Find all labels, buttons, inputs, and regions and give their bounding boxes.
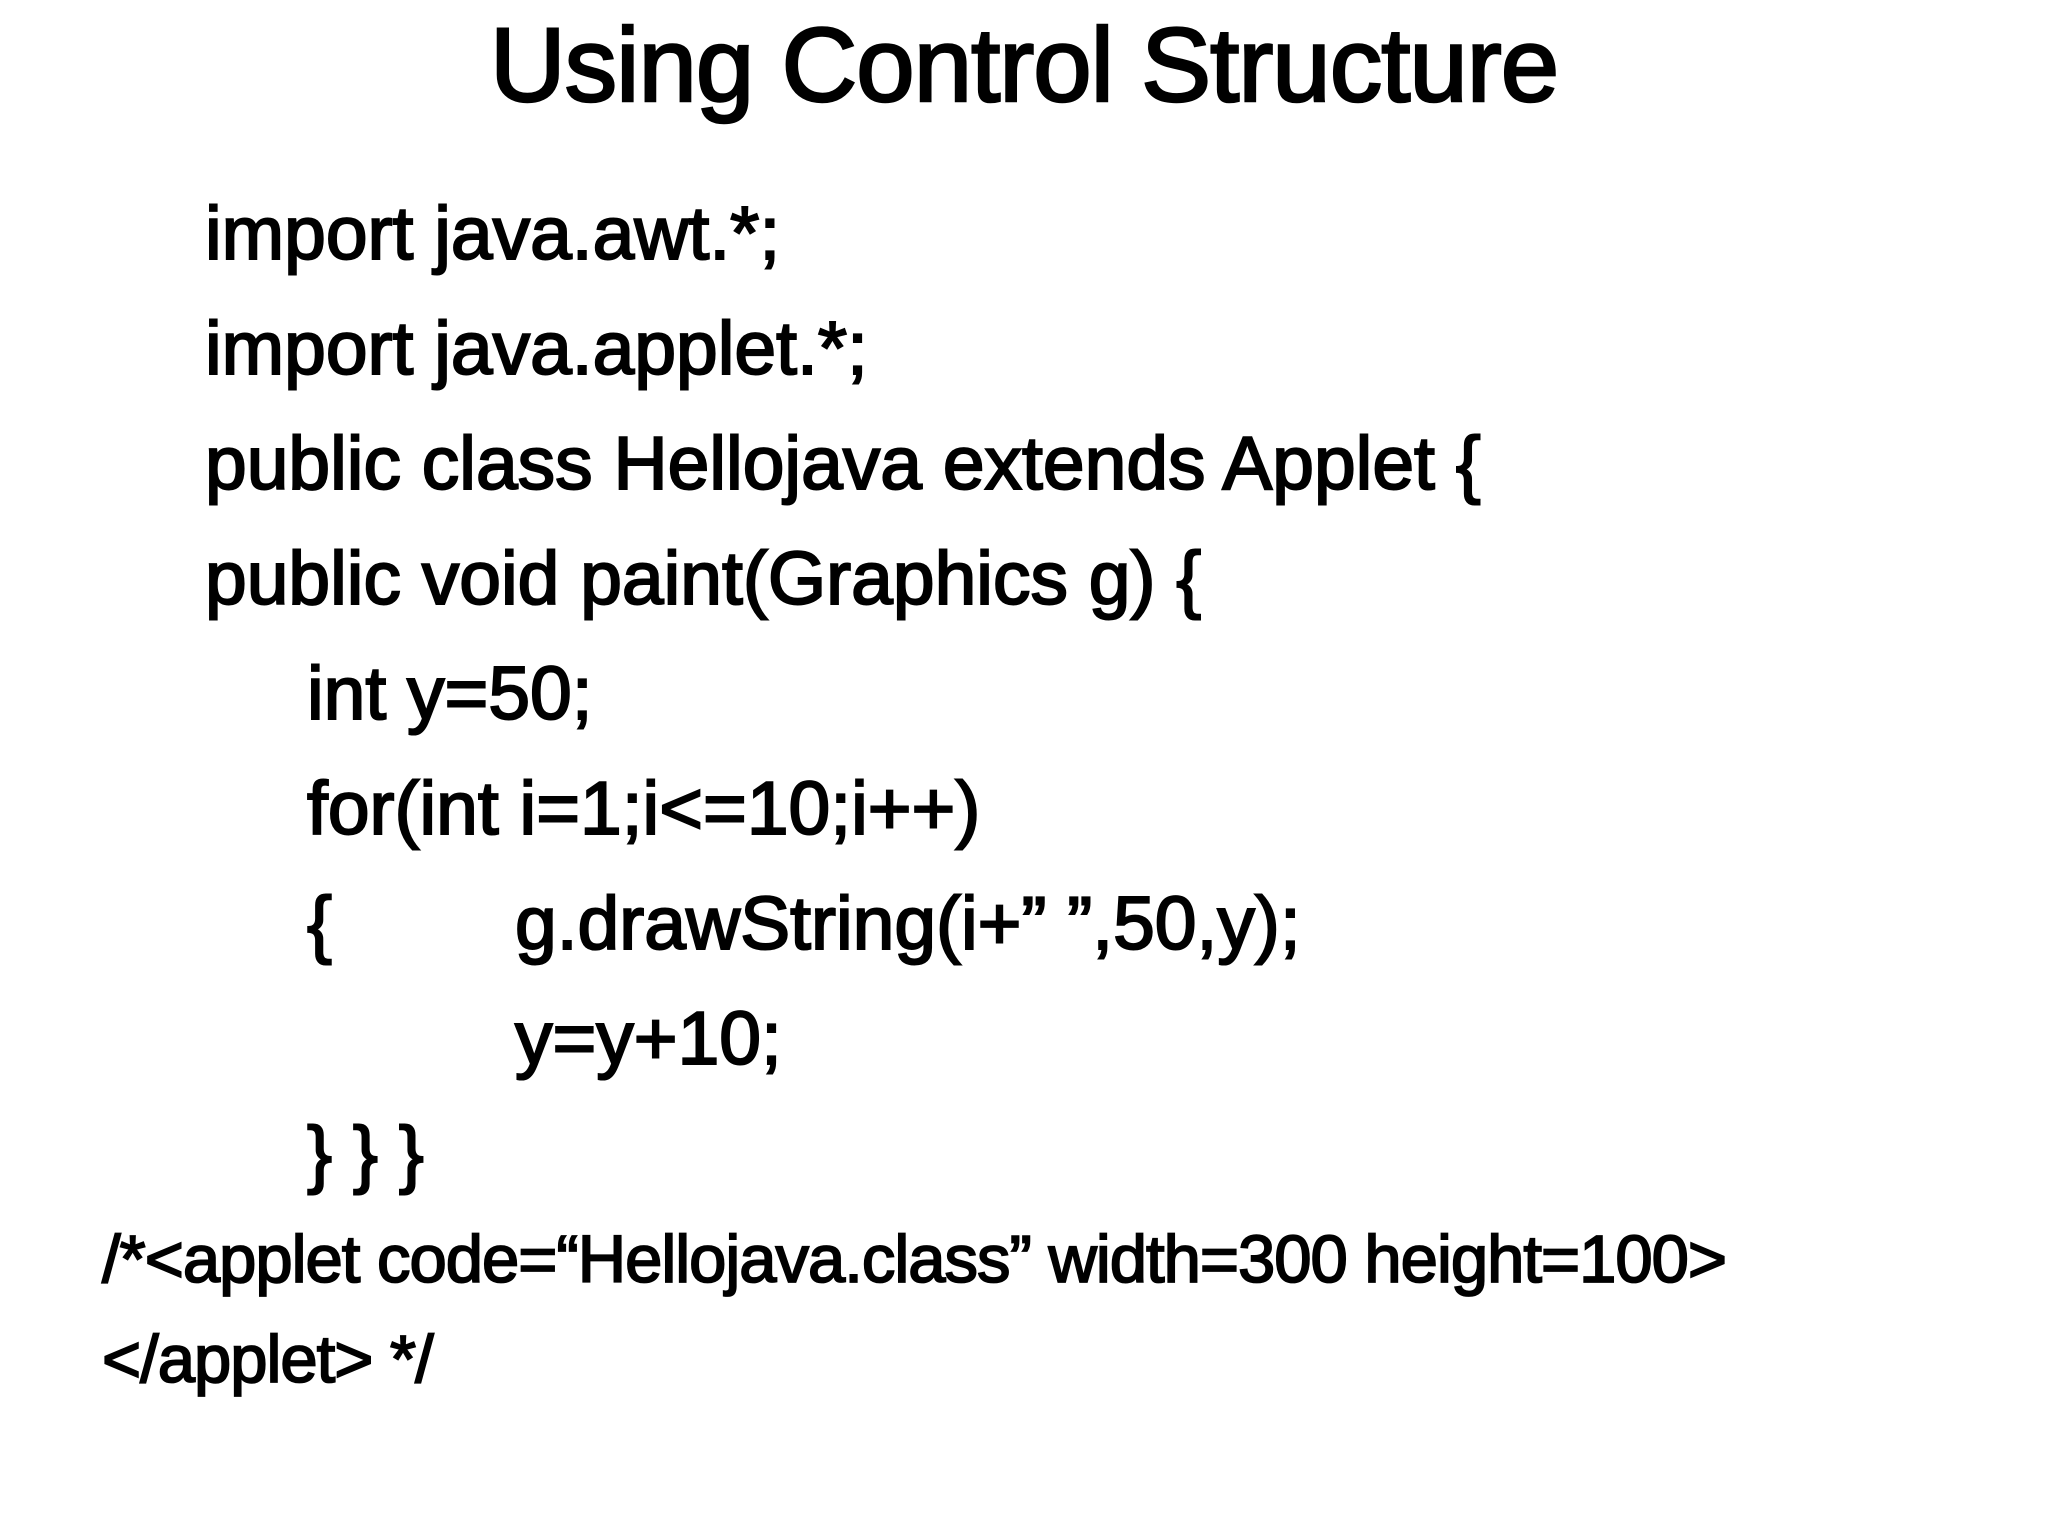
code-line-for-loop: for(int i=1;i<=10;i++) (306, 766, 981, 850)
code-line-drawstring: g.drawString(i+” ”,50,y); (514, 881, 1302, 965)
code-line-closing-braces: } } } (306, 1111, 425, 1195)
code-line-y-increment: y=y+10; (514, 996, 783, 1080)
code-line-paint-decl: public void paint(Graphics g) { (204, 536, 1202, 620)
code-line-applet-close: </applet> */ (101, 1322, 435, 1397)
code-line-import-awt: import java.awt.*; (204, 191, 781, 275)
code-line-import-applet: import java.applet.*; (204, 306, 869, 390)
code-line-class-decl: public class Hellojava extends Applet { (204, 421, 1482, 505)
code-line-int-y: int y=50; (306, 651, 594, 735)
slide-title: Using Control Structure (489, 7, 1561, 124)
code-line-applet-tag: /*<applet code=“Hellojava.class” width=3… (101, 1222, 1728, 1297)
code-line-open-brace: { (306, 881, 333, 965)
